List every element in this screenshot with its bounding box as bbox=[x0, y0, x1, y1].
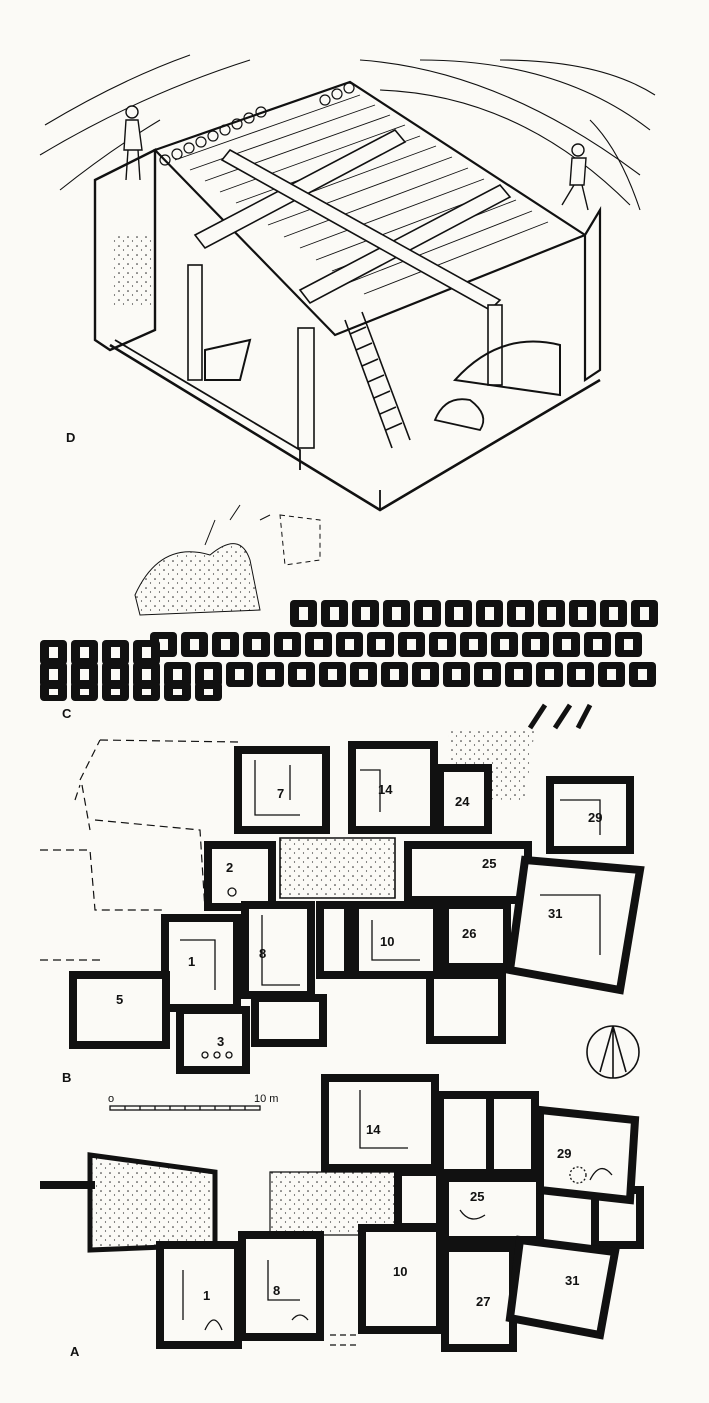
wall-block-opening bbox=[142, 669, 151, 680]
wall-block-opening bbox=[221, 639, 230, 650]
wall-block-opening bbox=[514, 669, 523, 680]
plan-b-room-label: 5 bbox=[116, 992, 123, 1007]
panel-label-c: C bbox=[62, 706, 72, 721]
wall-block-opening bbox=[516, 607, 525, 620]
panel-a-plan: A 14 29 25 1 8 10 27 31 bbox=[40, 1074, 644, 1359]
wall-block-opening bbox=[190, 639, 199, 650]
wall-block-opening bbox=[328, 669, 337, 680]
wall-block-opening bbox=[142, 647, 151, 658]
wall-block-opening bbox=[173, 669, 182, 680]
wall-block-opening bbox=[111, 689, 120, 695]
wall-block-opening bbox=[49, 669, 58, 680]
wall-block-opening bbox=[390, 669, 399, 680]
wall-block-opening bbox=[80, 689, 89, 695]
wall-block-opening bbox=[421, 669, 430, 680]
plan-a-room-label: 31 bbox=[565, 1273, 579, 1288]
panel-label-a: A bbox=[70, 1344, 80, 1359]
wall-block-opening bbox=[562, 639, 571, 650]
wall-block-opening bbox=[452, 669, 461, 680]
plan-a-room-label: 25 bbox=[470, 1189, 484, 1204]
wall-block-opening bbox=[547, 607, 556, 620]
block-rows bbox=[40, 600, 658, 701]
wall-block-opening bbox=[80, 647, 89, 658]
panel-b-plan: B 7 14 24 29 2 25 31 1 8 10 26 5 3 bbox=[40, 703, 645, 1085]
wall-block-opening bbox=[159, 639, 168, 650]
plan-b-room-label: 8 bbox=[259, 946, 266, 961]
scale-start-label: o bbox=[108, 1093, 114, 1105]
panel-label-d: D bbox=[66, 430, 75, 445]
wall-block-opening bbox=[49, 689, 58, 695]
wall-block-opening bbox=[111, 669, 120, 680]
panel-c-wall-blocks: C bbox=[40, 504, 658, 721]
plan-b-room-label: 31 bbox=[548, 906, 562, 921]
wall-block-opening bbox=[638, 669, 647, 680]
wall-block-opening bbox=[49, 647, 58, 658]
wall-block-opening bbox=[576, 669, 585, 680]
wall-block-opening bbox=[345, 639, 354, 650]
wall-block-opening bbox=[407, 639, 416, 650]
wall-block-opening bbox=[483, 669, 492, 680]
scale-end-label: 10 m bbox=[254, 1093, 278, 1105]
wall-block-opening bbox=[142, 689, 151, 695]
wall-block-opening bbox=[359, 669, 368, 680]
wall-block-opening bbox=[80, 669, 89, 680]
north-arrow-icon bbox=[586, 1025, 640, 1079]
wall-block-opening bbox=[111, 647, 120, 658]
wall-block-opening bbox=[438, 639, 447, 650]
wall-block-opening bbox=[376, 639, 385, 650]
wall-block-opening bbox=[392, 607, 401, 620]
wall-block-opening bbox=[266, 669, 275, 680]
wall-block-opening bbox=[299, 607, 308, 620]
wall-block-opening bbox=[469, 639, 478, 650]
wall-block-opening bbox=[609, 607, 618, 620]
plan-b-room-label: 2 bbox=[226, 860, 233, 875]
scale-bar: o 10 m bbox=[108, 1093, 278, 1111]
wall-block-opening bbox=[607, 669, 616, 680]
plan-b-room-label: 7 bbox=[277, 786, 284, 801]
wall-block-opening bbox=[624, 639, 633, 650]
plan-b-room-label: 10 bbox=[380, 934, 394, 949]
wall-block-opening bbox=[593, 639, 602, 650]
panel-d-isometric-house: D bbox=[39, 54, 656, 512]
plan-a-room-label: 29 bbox=[557, 1146, 571, 1161]
wall-block-opening bbox=[454, 607, 463, 620]
plan-b-room-label: 24 bbox=[455, 794, 470, 809]
plan-a-room-label: 10 bbox=[393, 1264, 407, 1279]
panel-label-b: B bbox=[62, 1070, 71, 1085]
wall-block-opening bbox=[423, 607, 432, 620]
plan-b-room-label: 14 bbox=[378, 782, 393, 797]
plan-a-room-label: 1 bbox=[203, 1288, 210, 1303]
wall-block-opening bbox=[361, 607, 370, 620]
wall-block-opening bbox=[204, 689, 213, 695]
plan-b-room-label: 3 bbox=[217, 1034, 224, 1049]
wall-block-opening bbox=[235, 669, 244, 680]
wall-block-opening bbox=[314, 639, 323, 650]
wall-block-opening bbox=[252, 639, 261, 650]
wall-block-opening bbox=[485, 607, 494, 620]
figure-person-right bbox=[561, 143, 589, 211]
wall-block-opening bbox=[330, 607, 339, 620]
wall-block-opening bbox=[531, 639, 540, 650]
plan-b-room-label: 25 bbox=[482, 856, 496, 871]
plan-a-room-label: 8 bbox=[273, 1283, 280, 1298]
plan-b-room-label: 1 bbox=[188, 954, 195, 969]
plan-b-room-label: 26 bbox=[462, 926, 476, 941]
wall-block-opening bbox=[204, 669, 213, 680]
wall-block-opening bbox=[283, 639, 292, 650]
wall-block-opening bbox=[545, 669, 554, 680]
wall-block-opening bbox=[173, 689, 182, 695]
plan-a-room-label: 27 bbox=[476, 1294, 490, 1309]
wall-block-opening bbox=[578, 607, 587, 620]
wall-block-opening bbox=[640, 607, 649, 620]
plan-a-room-label: 14 bbox=[366, 1122, 381, 1137]
wall-block-opening bbox=[500, 639, 509, 650]
wall-block-opening bbox=[297, 669, 306, 680]
plan-b-room-label: 29 bbox=[588, 810, 602, 825]
figure-person-left bbox=[123, 105, 143, 181]
